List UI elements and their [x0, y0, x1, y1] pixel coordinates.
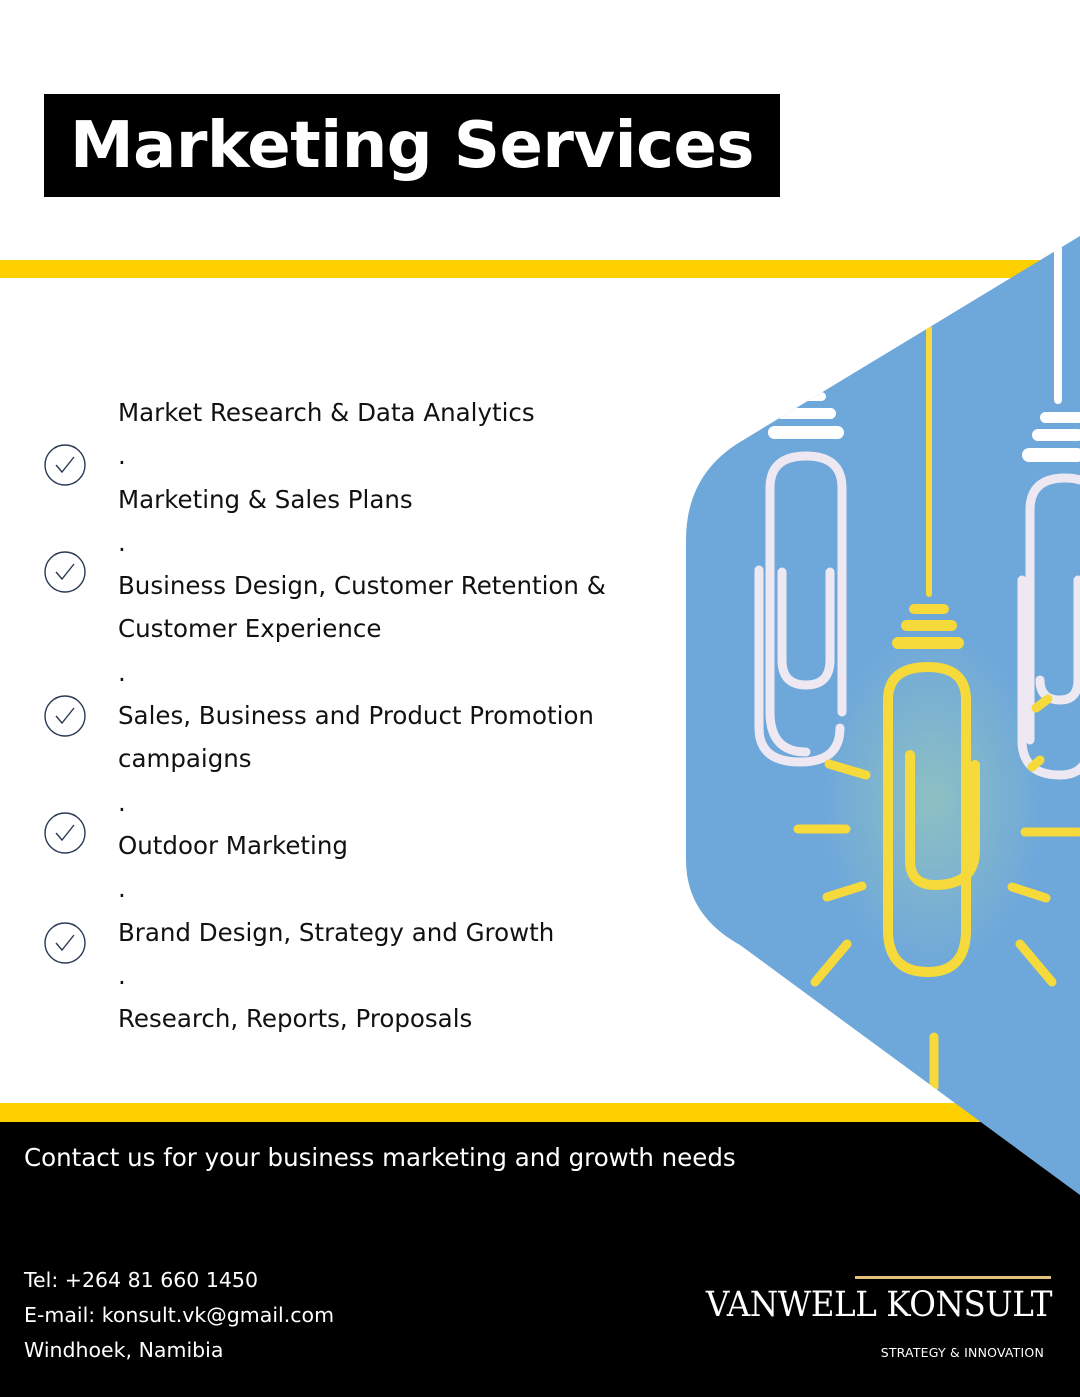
page-title: Marketing Services: [69, 108, 755, 183]
service-item: Outdoor Marketing: [118, 830, 348, 860]
top-accent-bar: [0, 260, 1040, 278]
bottom-accent-bar: [0, 1103, 1080, 1122]
footer: [0, 1122, 1080, 1397]
check-circle-icon: [44, 444, 86, 486]
brand-logo-name: VANWELL KONSULT: [705, 1285, 1053, 1325]
check-circle-icon: [44, 695, 86, 737]
white-clip-left: [754, 451, 847, 767]
separator-dot: .: [118, 960, 126, 990]
check-circle-icon: [44, 922, 86, 964]
title-banner: Marketing Services: [44, 94, 780, 197]
service-item: Marketing & Sales Plans: [118, 484, 413, 514]
contact-tagline: Contact us for your business marketing a…: [24, 1143, 736, 1172]
service-item: Sales, Business and Product Promotion: [118, 701, 594, 731]
location: Windhoek, Namibia: [24, 1338, 224, 1362]
brand-gold-rule: [855, 1276, 1051, 1279]
check-circle-icon: [44, 812, 86, 854]
light-rays: [793, 694, 1080, 1092]
service-item: Business Design, Customer Retention &: [118, 571, 606, 601]
service-item-continued: Customer Experience: [118, 614, 382, 644]
separator-dot: .: [118, 874, 126, 904]
white-clip-right: [1017, 473, 1080, 780]
service-item: Brand Design, Strategy and Growth: [118, 917, 555, 947]
phone-number: Tel: +264 81 660 1450: [24, 1268, 259, 1292]
service-item-continued: campaigns: [118, 744, 252, 774]
service-item: Research, Reports, Proposals: [118, 1004, 473, 1034]
separator-dot: .: [118, 527, 126, 557]
separator-dot: .: [118, 787, 126, 817]
white-shade-right: [1022, 236, 1080, 462]
email-address: E-mail: konsult.vk@gmail.com: [24, 1303, 335, 1327]
services-list: Market Research & Data Analytics . Marke…: [118, 391, 688, 1040]
service-item: Market Research & Data Analytics: [118, 398, 535, 427]
yellow-shade-center: [892, 325, 964, 649]
yellow-clip-center: [883, 661, 980, 978]
brand-logo-tagline: STRATEGY & INNOVATION: [880, 1345, 1044, 1360]
separator-dot: .: [118, 657, 126, 687]
separator-dot: .: [118, 441, 126, 471]
check-circle-icon: [44, 551, 86, 593]
